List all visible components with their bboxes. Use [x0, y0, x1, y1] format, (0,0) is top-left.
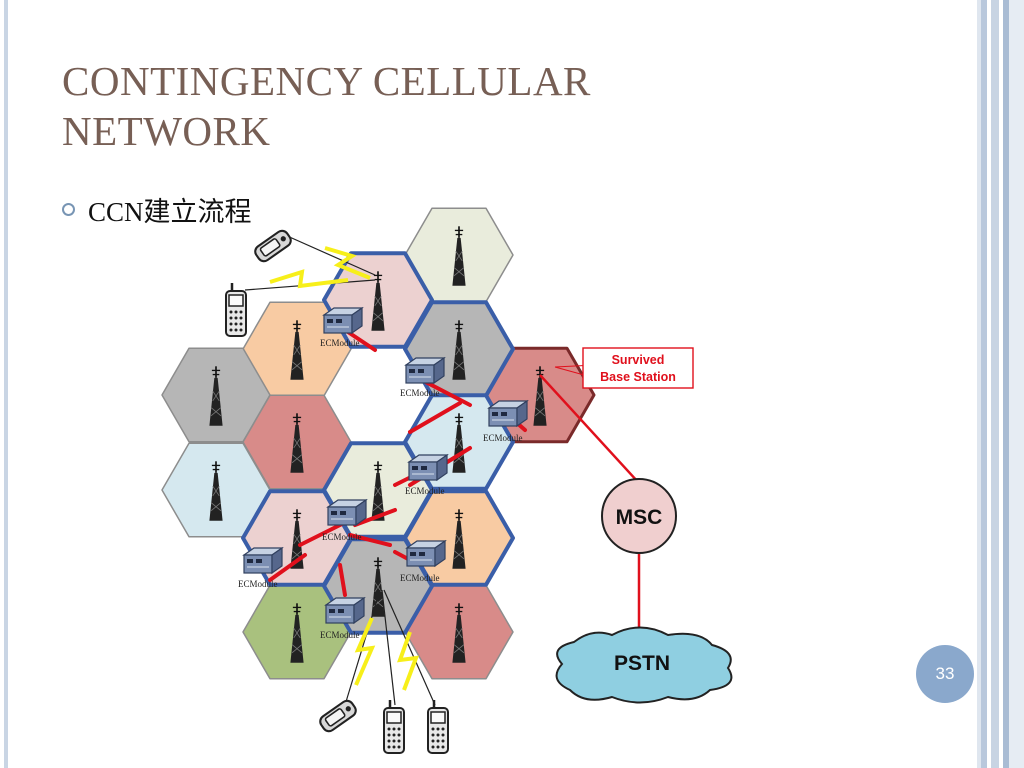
pstn-label: PSTN: [614, 652, 670, 675]
ccn-network-diagram: ECModule ECModule ECModule ECModule ECMo…: [161, 207, 733, 755]
flip-phone-icon: [251, 227, 295, 265]
radio-links-bottom: [344, 589, 436, 706]
pstn-cloud: [555, 626, 733, 704]
module-labels: ECModule ECModule ECModule ECModule ECMo…: [238, 338, 523, 640]
msc-node: [601, 478, 677, 554]
ec-module-4: [408, 454, 448, 481]
page-number-badge: 33: [916, 645, 974, 703]
radio-links-top: [244, 234, 376, 291]
msc-label: MSC: [616, 506, 663, 529]
bullet-text: CCN建立流程: [88, 197, 252, 227]
ec-module-2: [405, 357, 445, 384]
bullet-item: CCN建立流程: [62, 190, 252, 229]
ec-module-5: [327, 499, 367, 526]
callout-line-1: Survived: [612, 353, 665, 367]
module-label: ECModule: [405, 486, 445, 496]
link-bs-msc: [539, 374, 639, 483]
ec-module-1: [323, 307, 363, 334]
ec-module-7: [243, 547, 283, 574]
module-label: ECModule: [320, 338, 360, 348]
cell-phone-icon: [224, 282, 248, 338]
left-frame-border: [0, 0, 12, 768]
cell-phone-icon: [382, 698, 406, 755]
page-number: 33: [935, 664, 955, 683]
ec-module-6: [406, 540, 446, 567]
title-line-1: CONTINGENCY CELLULAR: [62, 58, 591, 104]
cell-phone-icon: [426, 698, 450, 755]
bullet-icon: [62, 203, 75, 216]
module-label: ECModule: [483, 433, 523, 443]
slide-title: CONTINGENCY CELLULAR NETWORK: [62, 56, 762, 156]
right-frame-border: [977, 0, 1024, 768]
module-label: ECModule: [238, 579, 278, 589]
callout-survived: Survived Base Station: [554, 347, 694, 389]
flip-phone-icon: [316, 697, 360, 735]
module-label: ECModule: [400, 573, 440, 583]
ec-module-3: [488, 400, 528, 427]
module-label: ECModule: [320, 630, 360, 640]
callout-line-2: Base Station: [600, 370, 676, 384]
ec-module-8: [325, 597, 365, 624]
title-line-2: NETWORK: [62, 108, 271, 154]
module-label: ECModule: [322, 532, 362, 542]
module-label: ECModule: [400, 388, 440, 398]
